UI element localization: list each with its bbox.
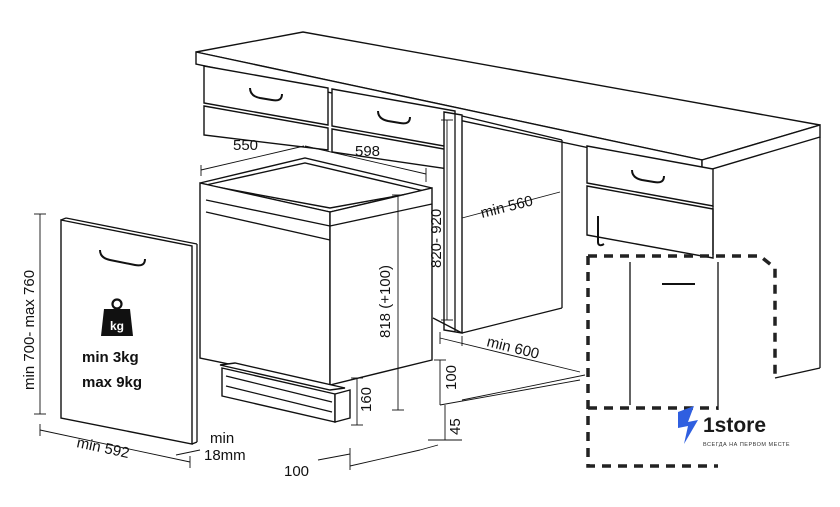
dim-width: 598: [355, 143, 380, 160]
dim-foot-offset: 45: [447, 418, 464, 435]
weight-icon: kg: [101, 298, 133, 336]
dim-plinth-height: 100: [443, 365, 460, 390]
max-weight: max 9kg: [82, 374, 142, 391]
dim-cabinet-height: 820- 920: [428, 209, 445, 268]
dim-depth: 550: [233, 137, 258, 154]
drawer-handle: [249, 87, 283, 102]
dim-foot-height: 160: [358, 387, 375, 412]
door-handle: [597, 216, 605, 247]
dim-door-width: min 592: [75, 434, 131, 462]
dishwasher: [199, 157, 433, 423]
dim-plinth-depth: 100: [284, 463, 309, 480]
dim-appliance-height: 818 (+100): [377, 265, 394, 338]
brand-name: 1store: [703, 414, 766, 437]
min-weight: min 3kg: [82, 349, 139, 366]
dim-door-thickness-top: min: [210, 430, 234, 447]
lightning-icon: [678, 406, 698, 444]
drawer-handle: [377, 110, 411, 125]
dim-door-thickness-bottom: 18mm: [204, 447, 246, 464]
installed-appliance-outline: [586, 254, 777, 468]
door-handle: [99, 249, 146, 267]
dim-niche-depth: min 560: [479, 192, 535, 221]
weight-icon-label: kg: [110, 319, 124, 333]
brand-logo: 1store ВСЕГДА НА ПЕРВОМ МЕСТЕ: [678, 406, 790, 448]
drawer-handle: [631, 169, 665, 184]
dim-niche-min-depth: min 600: [485, 333, 541, 362]
cabinet-drawers: [203, 65, 821, 379]
dimension-lines: [34, 119, 586, 470]
dim-door-height: min 700- max 760: [21, 270, 38, 390]
brand-tagline: ВСЕГДА НА ПЕРВОМ МЕСТЕ: [703, 442, 790, 448]
